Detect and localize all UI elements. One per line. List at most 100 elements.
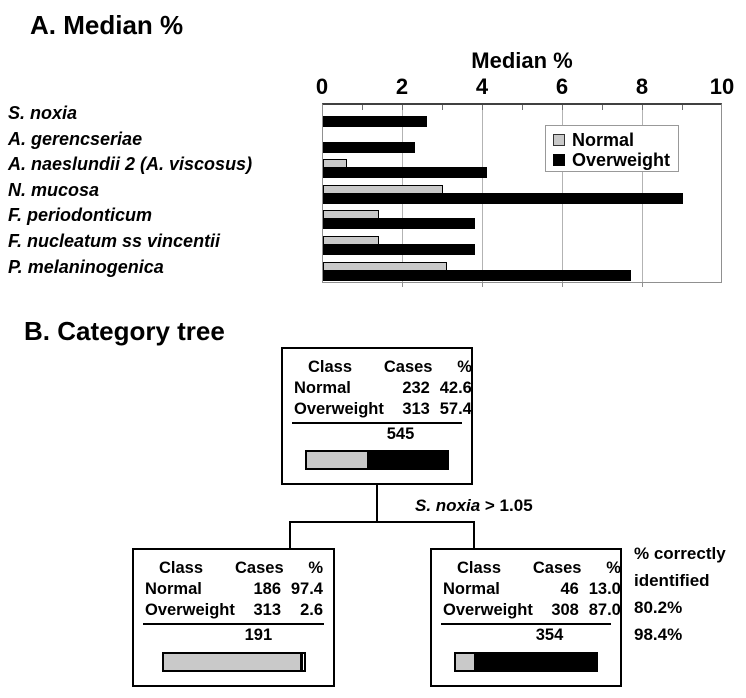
tree-connector-root: [376, 485, 378, 523]
node-header-cases: Cases: [532, 559, 582, 577]
tree-node-right: Class Cases % Normal 46 13.0 Overweight …: [430, 548, 622, 687]
axis-tick: [442, 105, 443, 110]
bar-segment-overweight: [299, 654, 304, 670]
axis-tick: [482, 282, 483, 287]
x-axis-tick-labels: 0 2 4 6 8 10: [316, 74, 734, 100]
x-tick-label: 8: [635, 74, 649, 99]
axis-tick: [522, 105, 523, 110]
x-tick-label: 10: [709, 74, 735, 99]
bar-segment-normal: [307, 452, 367, 468]
category-label: S. noxia: [8, 103, 78, 123]
bar-overweight: [323, 116, 427, 127]
node-distribution-bar: [454, 652, 598, 672]
legend-item-normal: Normal: [553, 130, 678, 150]
bar-overweight: [323, 269, 631, 281]
node-cell-pct: 13.0: [588, 580, 621, 598]
tree-connector-left: [289, 521, 291, 548]
split-condition: > 1.05: [480, 496, 533, 515]
bar-overweight: [323, 244, 475, 255]
category-label: F. periodonticum: [8, 205, 152, 226]
node-header-cases: Cases: [235, 559, 284, 577]
node-total: 545: [386, 425, 415, 443]
chart-axis-title: Median %: [471, 48, 573, 73]
split-species: S. noxia: [415, 496, 481, 515]
overweight-swatch-icon: [553, 154, 565, 166]
node-header-pct: %: [308, 559, 323, 577]
node-table: Class Cases % Normal 232 42.6 Overweight…: [283, 349, 472, 420]
node-distribution-bar: [305, 450, 449, 470]
node-cell-cases: 313: [253, 601, 281, 619]
bar-segment-overweight: [366, 452, 447, 468]
bar-segment-overweight: [474, 654, 596, 670]
category-label: F. nucleatum ss vincentii: [8, 231, 221, 251]
x-tick-label: 0: [315, 74, 329, 99]
bar-overweight: [323, 141, 415, 153]
x-tick-label: 2: [395, 74, 409, 99]
node-cell-pct: 2.6: [300, 601, 323, 619]
category-label: P. melaninogenica: [8, 256, 164, 277]
tree-connector-branch: [289, 521, 475, 523]
category-label: A. naeslundii 2 (A. viscosus): [8, 154, 253, 175]
axis-tick: [642, 105, 643, 110]
node-total: 354: [535, 626, 564, 644]
node-header-pct: %: [457, 358, 472, 376]
node-separator: [143, 623, 324, 625]
tree-node-root: Class Cases % Normal 232 42.6 Overweight…: [281, 347, 473, 485]
bar-segment-normal: [163, 654, 300, 670]
legend-label-normal: Normal: [572, 130, 635, 150]
bar-overweight: [323, 167, 487, 179]
axis-tick: [642, 282, 643, 287]
node-cell-class: Overweight: [294, 400, 384, 418]
x-tick-label: 6: [555, 74, 569, 99]
node-cell-class: Normal: [145, 580, 202, 598]
axis-tick: [482, 105, 483, 110]
split-rule-label: S. noxia > 1.05: [415, 496, 533, 516]
node-distribution-bar: [161, 652, 306, 672]
legend-item-overweight: Overweight: [553, 150, 678, 170]
axis-tick: [682, 105, 683, 110]
bar-segment-normal: [456, 654, 475, 670]
annotation-line: 98.4%: [634, 625, 683, 644]
node-cell-cases: 46: [560, 580, 579, 598]
node-cell-cases: 232: [402, 379, 430, 397]
annotation-line: % correctly: [634, 544, 726, 563]
axis-tick: [402, 105, 403, 110]
bar-overweight: [323, 192, 683, 204]
panel-b-title: B. Category tree: [24, 316, 225, 346]
node-cell-cases: 313: [402, 400, 430, 418]
node-header-class: Class: [457, 559, 502, 577]
node-separator: [292, 422, 462, 424]
node-header-class: Class: [308, 358, 353, 376]
node-separator: [441, 623, 611, 625]
tree-node-left: Class Cases % Normal 186 97.4 Overweight…: [132, 548, 335, 687]
annotation-line: identified: [634, 571, 710, 590]
node-header-pct: %: [606, 559, 621, 577]
node-table: Class Cases % Normal 186 97.4 Overweight…: [134, 550, 333, 621]
category-label: A. gerencseriae: [8, 128, 143, 149]
legend-label-overweight: Overweight: [572, 150, 671, 170]
panel-a-title: A. Median %: [30, 10, 184, 40]
node-cell-class: Overweight: [145, 601, 235, 619]
category-label: N. mucosa: [8, 179, 100, 200]
node-cell-class: Normal: [443, 580, 500, 598]
plot-area: Normal Overweight: [322, 103, 722, 287]
node-total: 191: [244, 626, 273, 644]
axis-tick: [602, 105, 603, 110]
node-cell-pct: 42.6: [439, 379, 472, 397]
node-header-class: Class: [159, 559, 204, 577]
node-cell-cases: 308: [551, 601, 579, 619]
normal-swatch-icon: [553, 134, 565, 146]
axis-tick: [362, 105, 363, 110]
correctly-identified-annotation: % correctly identified 80.2% 98.4%: [634, 540, 726, 648]
tree-connector-right: [473, 521, 475, 548]
bar-overweight: [323, 218, 475, 230]
node-header-cases: Cases: [383, 358, 433, 376]
axis-tick: [402, 282, 403, 287]
x-tick-label: 4: [475, 74, 489, 99]
node-table: Class Cases % Normal 46 13.0 Overweight …: [432, 550, 621, 621]
node-cell-pct: 57.4: [439, 400, 472, 418]
node-cell-pct: 97.4: [290, 580, 323, 598]
node-cell-class: Overweight: [443, 601, 533, 619]
annotation-line: 80.2%: [634, 598, 683, 617]
